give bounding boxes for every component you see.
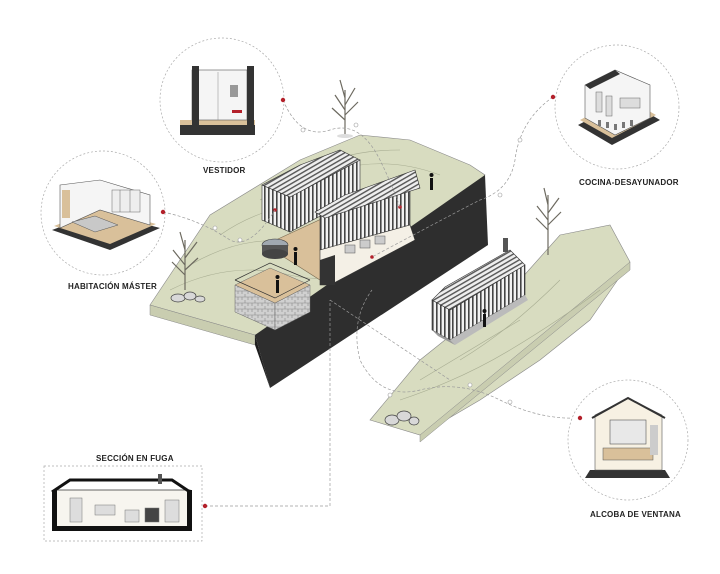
vignette-cocina	[550, 44, 680, 170]
terrain2-front	[419, 261, 631, 443]
tree-1	[331, 79, 359, 138]
label-cocina: COCINA-DESAYUNADOR	[579, 178, 679, 187]
house-block-2-roof	[314, 169, 421, 219]
section-cut-face	[255, 175, 488, 388]
tree-2	[171, 231, 199, 290]
vignette-seccion	[43, 465, 208, 542]
cabin-roof	[431, 249, 526, 311]
rocks-1	[170, 291, 206, 303]
leader-lines	[162, 96, 581, 507]
section-cut-top	[255, 335, 270, 388]
main-house	[234, 149, 421, 331]
path-dots	[212, 122, 523, 405]
label-habitacion: HABITACIÓN MÁSTER	[68, 282, 158, 291]
vignette-vestidor	[159, 37, 286, 163]
people	[275, 173, 487, 327]
label-seccion: SECCIÓN EN FUGA	[96, 454, 174, 463]
label-vestidor: VESTIDOR	[203, 166, 246, 175]
house-block-1-roof	[261, 149, 361, 198]
secondary-cabin	[431, 238, 528, 345]
rocks-2	[384, 410, 420, 426]
deck-top	[234, 267, 311, 304]
secondary-terrain	[369, 224, 631, 443]
vignette-habitacion	[40, 150, 166, 276]
vignette-alcoba	[567, 379, 689, 501]
label-alcoba: ALCOBA DE VENTANA	[590, 510, 681, 519]
tree-3	[535, 187, 562, 255]
